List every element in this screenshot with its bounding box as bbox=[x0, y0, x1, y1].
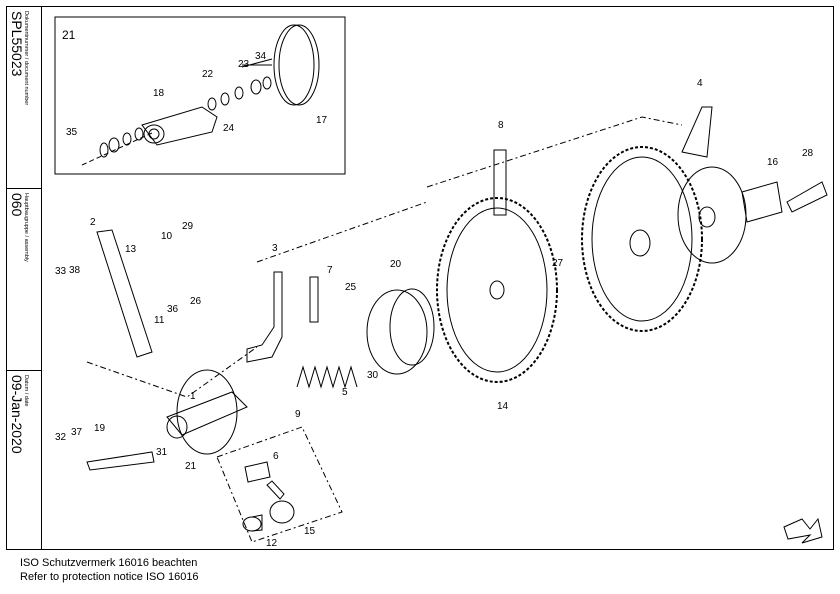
drawing-date: 09-Jan-2020 bbox=[9, 375, 25, 454]
callout-24: 24 bbox=[223, 123, 235, 134]
protection-notice-de: ISO Schutzvermerk 16016 beachten bbox=[20, 557, 198, 569]
callout-19: 19 bbox=[94, 423, 106, 434]
callout-layer: 1234567891011121314151617181920212223242… bbox=[55, 51, 814, 549]
callout-21: 21 bbox=[185, 461, 197, 472]
date-cell: Datum / date 09-Jan-2020 bbox=[7, 371, 41, 549]
spring bbox=[296, 365, 358, 389]
callout-35: 35 bbox=[66, 127, 78, 138]
inset-arm-18 bbox=[141, 106, 218, 146]
callout-13: 13 bbox=[125, 244, 137, 255]
callout-27: 27 bbox=[552, 258, 564, 269]
callout-17: 17 bbox=[316, 115, 328, 126]
callout-6: 6 bbox=[273, 451, 279, 462]
callout-1: 1 bbox=[190, 391, 196, 402]
callout-31: 31 bbox=[156, 447, 168, 458]
callout-32: 32 bbox=[55, 432, 67, 443]
callout-26: 26 bbox=[190, 296, 202, 307]
callout-11: 11 bbox=[154, 315, 165, 326]
link-arm-2 bbox=[96, 229, 153, 358]
callout-5: 5 bbox=[342, 387, 348, 398]
hub-16 bbox=[677, 106, 828, 264]
serrated-disc-4 bbox=[581, 146, 703, 332]
callout-15: 15 bbox=[304, 526, 316, 537]
assembly-number: 060 bbox=[9, 193, 25, 217]
callout-20: 20 bbox=[390, 259, 402, 270]
assembly-axis-lines bbox=[86, 116, 683, 543]
callout-22: 22 bbox=[202, 69, 214, 80]
direction-arrow-icon bbox=[783, 517, 823, 544]
callout-8: 8 bbox=[498, 120, 504, 131]
callout-25: 25 bbox=[345, 282, 357, 293]
title-strip: Dokumentnummer / document number SPL5502… bbox=[7, 7, 42, 549]
inset-disc-17 bbox=[241, 24, 320, 106]
callout-34: 34 bbox=[255, 51, 267, 62]
callout-12: 12 bbox=[266, 538, 278, 549]
callout-10: 10 bbox=[161, 231, 173, 242]
arm-assembly-21 bbox=[86, 369, 248, 471]
hub-20 bbox=[366, 288, 435, 375]
callout-36: 36 bbox=[167, 304, 179, 315]
exploded-parts-diagram: 21 bbox=[42, 7, 833, 549]
callout-7: 7 bbox=[327, 265, 333, 276]
inset-title: 21 bbox=[62, 28, 76, 42]
callout-14: 14 bbox=[497, 401, 509, 412]
callout-4: 4 bbox=[697, 78, 703, 89]
bracket-3 bbox=[246, 271, 283, 363]
callout-29: 29 bbox=[182, 221, 194, 232]
inset-box-21 bbox=[54, 16, 346, 175]
bar-8 bbox=[493, 149, 507, 216]
callout-3: 3 bbox=[272, 243, 278, 254]
serrated-disc-14 bbox=[436, 197, 558, 383]
protection-notice-en: Refer to protection notice ISO 16016 bbox=[20, 571, 199, 583]
callout-37: 37 bbox=[71, 427, 83, 438]
bushings-12-15 bbox=[242, 461, 295, 532]
document-number: SPL55023 bbox=[9, 11, 25, 77]
callout-9: 9 bbox=[295, 409, 301, 420]
callout-2: 2 bbox=[90, 217, 96, 228]
plate-7 bbox=[309, 276, 319, 323]
callout-18: 18 bbox=[153, 88, 165, 99]
callout-33: 33 bbox=[55, 266, 67, 277]
callout-30: 30 bbox=[367, 370, 379, 381]
callout-16: 16 bbox=[767, 157, 779, 168]
assembly-cell: Hauptbaugruppe / assembly 060 bbox=[7, 189, 41, 371]
callout-38: 38 bbox=[69, 265, 81, 276]
document-number-cell: Dokumentnummer / document number SPL5502… bbox=[7, 7, 41, 189]
inset-washers bbox=[99, 76, 272, 158]
callout-23: 23 bbox=[238, 59, 250, 70]
drawing-frame: Dokumentnummer / document number SPL5502… bbox=[6, 6, 834, 550]
callout-28: 28 bbox=[802, 148, 814, 159]
